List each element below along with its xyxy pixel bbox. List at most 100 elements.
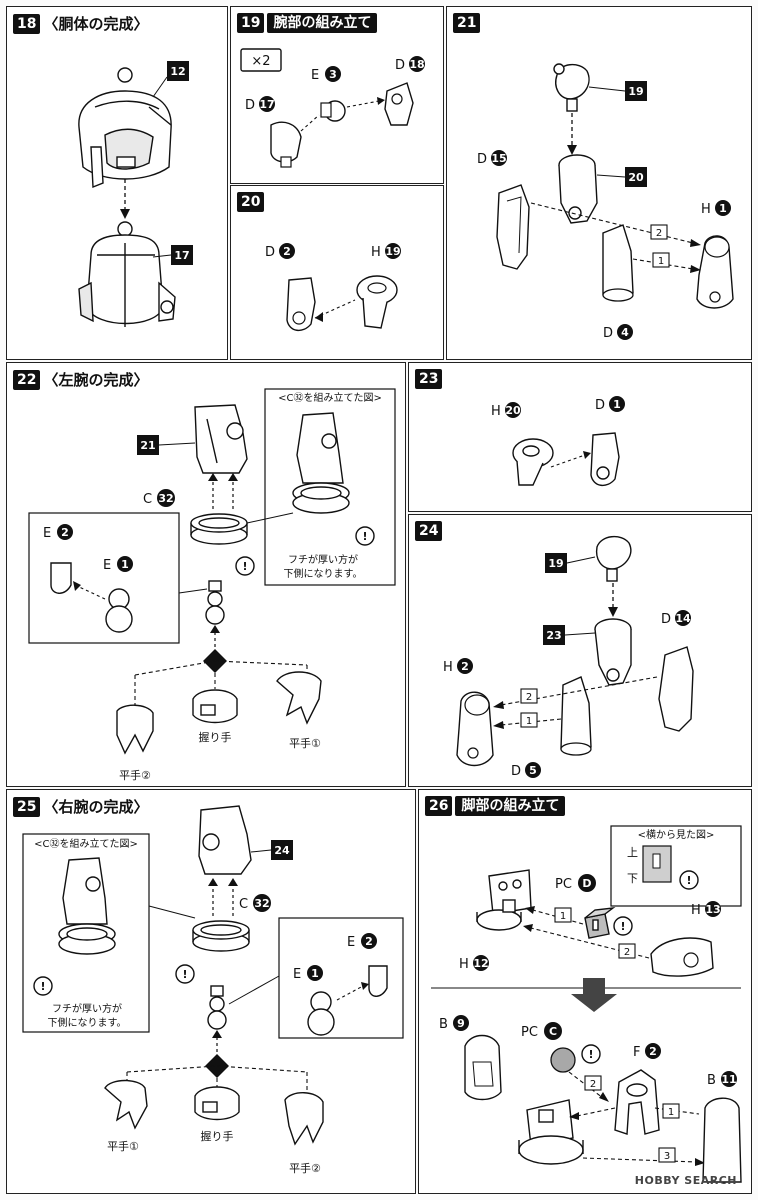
caution-icon bbox=[613, 916, 633, 936]
part-badge-label: 32 bbox=[254, 897, 269, 910]
part-tag-label: 21 bbox=[140, 439, 155, 452]
part-badge-label: 14 bbox=[675, 612, 691, 625]
part-tag-12 bbox=[167, 61, 189, 81]
part-h20-illustration bbox=[512, 438, 554, 486]
step-number: 21 bbox=[453, 13, 481, 33]
part-24-illustration bbox=[198, 805, 252, 875]
step-22-panel: 22 〈左腕の完成〉 21 C 32 bbox=[6, 362, 406, 787]
part-21-illustration bbox=[194, 404, 248, 474]
svg-text:!: ! bbox=[588, 1048, 593, 1061]
step-24-panel: 24 19 23 D 14 bbox=[408, 514, 752, 787]
step-number: 25 bbox=[13, 796, 41, 817]
part-letter-c: C bbox=[143, 492, 152, 507]
part-badge-label: 1 bbox=[311, 967, 319, 980]
step-25-diagram: <C㉜を組み立てた図> ! フチが厚い方が 下側になります。 24 bbox=[22, 805, 404, 1175]
quantity-box bbox=[240, 48, 282, 72]
step-21-diagram: 19 20 D 15 D 4 H bbox=[477, 63, 734, 341]
step-24-diagram: 19 23 D 14 D bbox=[443, 536, 694, 779]
note-line-2: 下側になります。 bbox=[284, 567, 363, 580]
part-letter-d: D bbox=[395, 58, 405, 73]
part-badge-label: 18 bbox=[409, 58, 424, 71]
hand-label: 平手② bbox=[289, 1161, 321, 1175]
step-18-diagram: 12 17 bbox=[78, 61, 193, 327]
part-letter-h: H bbox=[701, 202, 711, 217]
inset-title: <横から見た図> bbox=[638, 828, 715, 841]
step-20-diagram: D 2 H 19 bbox=[265, 243, 401, 331]
step-title: 脚部の組み立て bbox=[455, 796, 566, 816]
hand-flat-2-illustration bbox=[116, 704, 154, 755]
step-number: 22 bbox=[13, 369, 41, 390]
caution-icon bbox=[581, 1044, 601, 1064]
part-letter-pc: PC bbox=[521, 1025, 538, 1040]
part-badge-label: 4 bbox=[621, 326, 629, 339]
part-e1-illustration bbox=[105, 588, 133, 633]
svg-text:!: ! bbox=[362, 530, 367, 543]
part-e2-illustration bbox=[368, 965, 388, 997]
step-24-header: 24 bbox=[415, 521, 443, 541]
caution-icon bbox=[33, 976, 53, 996]
part-badge bbox=[259, 96, 275, 112]
step-number: 20 bbox=[237, 192, 265, 212]
side-view-inset-box bbox=[610, 825, 742, 907]
order-box-label: 2 bbox=[526, 692, 532, 703]
step-title: 〈胴体の完成〉 bbox=[43, 15, 149, 33]
step-20-panel: 20 D 2 H 19 bbox=[230, 185, 444, 360]
part-20-illustration bbox=[558, 154, 598, 224]
order-box-label: 1 bbox=[658, 256, 664, 267]
part-letter-d: D bbox=[245, 98, 255, 113]
part-letter-d: D bbox=[265, 245, 275, 260]
step-number: 18 bbox=[13, 13, 41, 34]
order-box-label: 1 bbox=[526, 716, 532, 727]
part-23-illustration bbox=[594, 618, 632, 686]
caution-icon bbox=[679, 870, 699, 890]
part-letter-e: E bbox=[311, 68, 319, 83]
step-19-header: 19 腕部の組み立て bbox=[237, 13, 378, 33]
svg-text:!: ! bbox=[620, 920, 625, 933]
order-box-label: 1 bbox=[668, 1107, 674, 1118]
part-badge-label: 2 bbox=[461, 660, 469, 673]
part-letter-e: E bbox=[347, 935, 355, 950]
ring-assembled-illustration bbox=[58, 857, 116, 955]
step-26-panel: 26 脚部の組み立て <横から見た図> 上 下 ! H 12 bbox=[418, 789, 752, 1194]
part-letter-h: H bbox=[459, 957, 469, 972]
step-19-diagram: ×2 D 17 E 3 D 18 bbox=[240, 48, 425, 168]
down-arrow-icon bbox=[571, 978, 617, 1012]
step-25-header: 25 〈右腕の完成〉 bbox=[13, 796, 149, 817]
step-18-header: 18 〈胴体の完成〉 bbox=[13, 13, 149, 34]
watermark: HOBBY SEARCH bbox=[634, 1174, 737, 1187]
ring-c32-illustration bbox=[192, 920, 250, 952]
part-letter-b: B bbox=[439, 1017, 448, 1032]
part-letter-d: D bbox=[477, 152, 487, 167]
step-number: 19 bbox=[237, 13, 265, 33]
part-badge-label: 13 bbox=[705, 903, 720, 916]
part-h13-illustration bbox=[650, 937, 714, 977]
hand-fist-illustration bbox=[194, 1086, 240, 1121]
hand-label: 握り手 bbox=[199, 730, 232, 744]
note-line-1: フチが厚い方が bbox=[52, 1002, 122, 1015]
step-26-diagram: <横から見た図> 上 下 ! H 12 PC D bbox=[431, 825, 742, 1183]
part-tag-label: 19 bbox=[628, 85, 643, 98]
part-badge-label: 9 bbox=[457, 1017, 465, 1030]
part-e2-illustration bbox=[50, 562, 72, 594]
hand-label: 平手② bbox=[119, 768, 151, 782]
part-letter-h: H bbox=[491, 404, 501, 419]
part-19-illustration bbox=[553, 63, 590, 112]
step-number: 26 bbox=[425, 796, 453, 816]
part-d14-illustration bbox=[658, 646, 694, 732]
part-badge-label: 20 bbox=[505, 404, 521, 417]
quantity-label: ×2 bbox=[251, 54, 270, 69]
part-letter-f: F bbox=[633, 1045, 640, 1060]
hand-flat-1-illustration bbox=[276, 671, 322, 725]
step-19-panel: 19 腕部の組み立て ×2 D 17 E 3 D 18 bbox=[230, 6, 444, 184]
hip-block-illustration bbox=[518, 1099, 584, 1165]
hand-flat-1-illustration bbox=[104, 1079, 148, 1130]
svg-text:!: ! bbox=[686, 874, 691, 887]
part-letter-pc: PC bbox=[555, 877, 572, 892]
hand-label: 握り手 bbox=[201, 1129, 234, 1143]
part-badge-label: C bbox=[549, 1025, 557, 1038]
part-letter-d: D bbox=[595, 398, 605, 413]
part-letter-d: D bbox=[511, 764, 521, 779]
part-e1-illustration bbox=[307, 991, 335, 1036]
pc-c-illustration bbox=[550, 1047, 576, 1073]
step-title: 腕部の組み立て bbox=[267, 13, 378, 33]
